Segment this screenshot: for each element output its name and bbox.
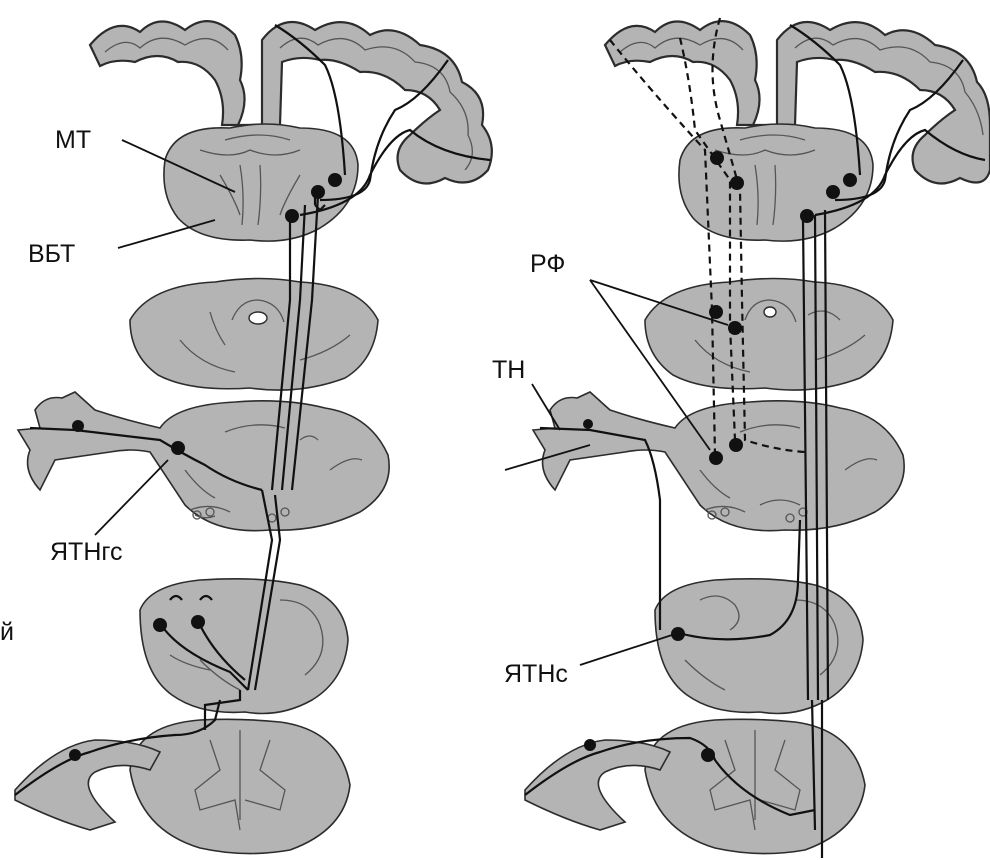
left-neuron-ganglion: [72, 420, 84, 432]
right-medulla: [655, 579, 863, 714]
label-ryatn-s: ЯТНс: [504, 660, 568, 688]
right-neuron-rf-midbrain-2: [728, 321, 742, 335]
right-rf-dashed-1: [610, 40, 715, 455]
label-ryatn-gs: ЯТНгс: [50, 538, 122, 566]
left-midbrain: [130, 279, 378, 391]
right-neuron-rf-thalamus-2: [730, 176, 744, 190]
leader-ryatn-s: [580, 635, 672, 665]
left-neuron-pons: [171, 441, 185, 455]
right-neuron-spinal-2: [701, 748, 715, 762]
right-neuron-thalamus-2: [826, 185, 840, 199]
annotations: МТ ВБТ ЯТНгс й РФ ТН ЯТНс: [0, 126, 728, 688]
right-neuron-rf-pons-1: [709, 451, 723, 465]
right-neuron-rf-thalamus-1: [710, 151, 724, 165]
left-neuron-spinal: [69, 749, 81, 761]
label-mt: МТ: [55, 126, 91, 154]
right-neuron-rf-pons-2: [729, 438, 743, 452]
right-column: [525, 18, 990, 858]
label-rf: РФ: [530, 250, 565, 278]
right-aqueduct: [764, 307, 776, 317]
right-neuron-spinal-1: [584, 739, 596, 751]
left-neuron-medulla-1: [153, 618, 167, 632]
left-neuron-thalamus-2: [311, 185, 325, 199]
label-tn: ТН: [492, 356, 525, 384]
left-pons: [18, 392, 389, 531]
right-neuron-rf-midbrain-1: [709, 305, 723, 319]
left-neuron-thalamus-1: [328, 173, 342, 187]
right-midbrain: [645, 279, 893, 391]
left-neuron-thalamus-3: [285, 209, 299, 223]
label-vbt: ВБТ: [28, 240, 75, 268]
left-neuron-medulla-2: [191, 615, 205, 629]
leader-ryatn-gs: [95, 460, 168, 535]
right-neuron-medulla: [671, 627, 685, 641]
label-clipped: й: [0, 618, 14, 646]
left-aqueduct: [249, 312, 267, 324]
right-neuron-ganglion: [583, 419, 593, 429]
right-neuron-thalamus-3: [800, 209, 814, 223]
right-neuron-thalamus-1: [843, 173, 857, 187]
